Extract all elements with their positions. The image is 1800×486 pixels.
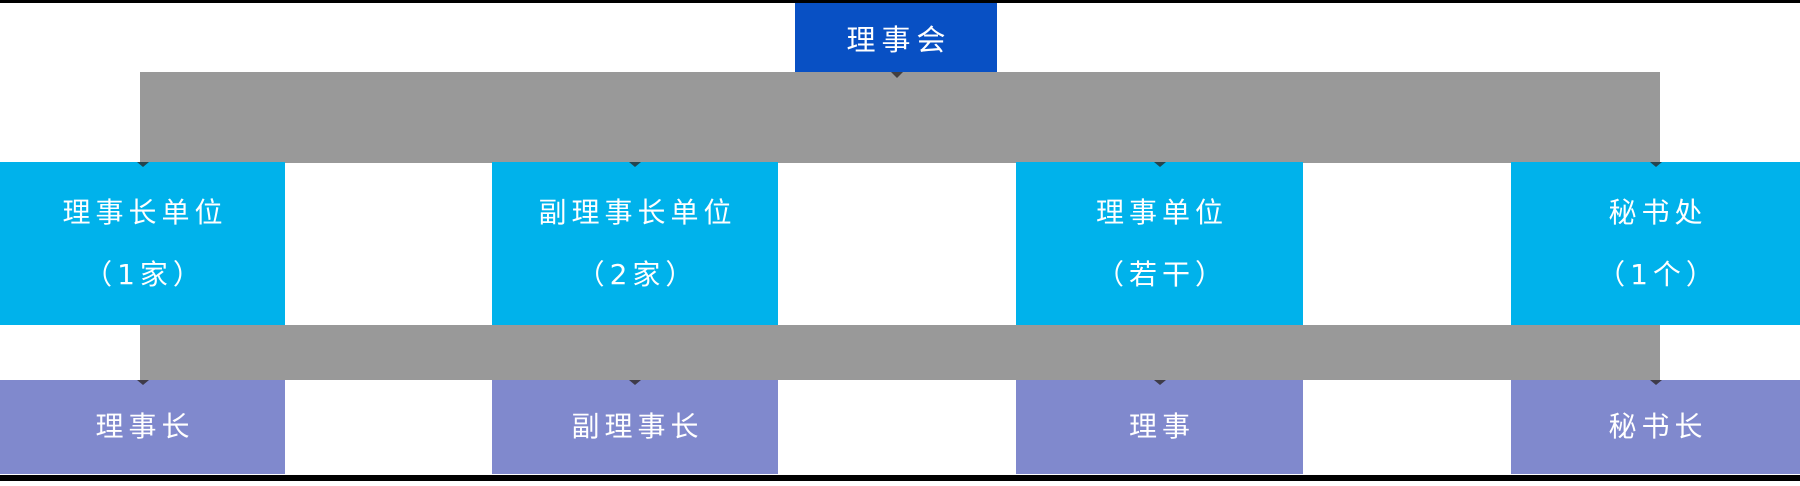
connector-band-lower xyxy=(140,325,1660,380)
unit-box-secretariat: 秘书处 （1个） xyxy=(1511,162,1800,325)
role-box-vice-chairman: 副理事长 xyxy=(492,380,778,474)
down-arrow-icon xyxy=(1649,380,1662,385)
down-arrow-icon xyxy=(891,72,903,78)
role-box-label: 理事 xyxy=(1128,410,1195,443)
unit-box-count: （2家） xyxy=(576,257,699,291)
unit-box-vice-chairman-unit: 副理事长单位 （2家） xyxy=(492,162,778,325)
role-box-secretary-general: 秘书长 xyxy=(1511,380,1800,474)
down-arrow-icon xyxy=(629,380,641,385)
unit-box-count: （若干） xyxy=(1095,257,1228,291)
role-box-label: 副理事长 xyxy=(571,410,704,443)
down-arrow-icon xyxy=(136,380,149,385)
board-root-box: 理事会 xyxy=(795,3,997,72)
down-arrow-icon xyxy=(136,162,149,167)
top-border-rule xyxy=(0,0,1800,3)
role-box-director: 理事 xyxy=(1016,380,1303,474)
role-box-chairman: 理事长 xyxy=(0,380,285,474)
down-arrow-icon xyxy=(1153,380,1166,385)
role-box-label: 秘书长 xyxy=(1608,410,1708,443)
board-root-label: 理事会 xyxy=(846,22,952,57)
bottom-border-rule xyxy=(0,475,1800,481)
unit-box-title: 理事长单位 xyxy=(62,195,228,229)
down-arrow-icon xyxy=(629,162,641,167)
down-arrow-icon xyxy=(1153,162,1166,167)
unit-box-title: 副理事长单位 xyxy=(538,195,737,229)
unit-box-count: （1家） xyxy=(84,257,206,291)
unit-box-title: 理事单位 xyxy=(1095,195,1228,229)
unit-box-count: （1个） xyxy=(1597,257,1719,291)
role-box-label: 理事长 xyxy=(95,410,195,443)
unit-box-chairman-unit: 理事长单位 （1家） xyxy=(0,162,285,325)
connector-band-upper xyxy=(140,72,1660,163)
down-arrow-icon xyxy=(1649,162,1662,167)
unit-box-title: 秘书处 xyxy=(1608,195,1708,229)
unit-box-director-unit: 理事单位 （若干） xyxy=(1016,162,1303,325)
